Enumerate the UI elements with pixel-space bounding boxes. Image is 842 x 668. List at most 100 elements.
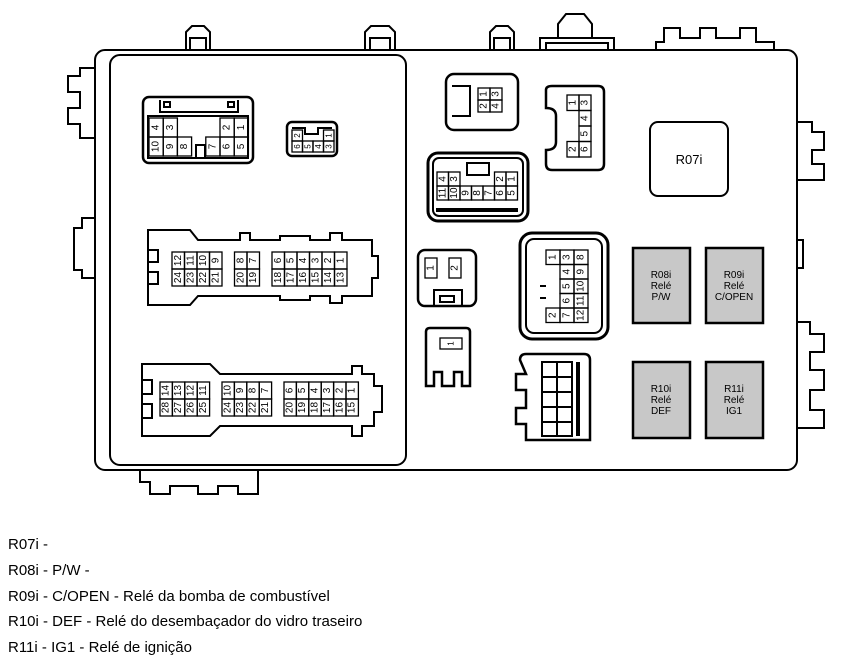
pin-number: 12 <box>186 385 197 397</box>
pin-number: 22 <box>248 402 259 414</box>
pin-number: 6 <box>285 387 296 393</box>
pin-number: 3 <box>324 144 333 149</box>
pin-number: 3 <box>491 91 502 97</box>
relay-r07i[interactable]: R07i <box>649 121 729 197</box>
pin-number: 13 <box>173 385 184 397</box>
pin-number: 27 <box>173 402 184 414</box>
connector-i[interactable]: 1 <box>424 326 472 388</box>
pin-number: 1 <box>426 265 437 271</box>
relay-r07i-id: R07i <box>676 152 703 167</box>
pin-cell <box>208 268 223 287</box>
pin-number: 9 <box>460 190 471 196</box>
relay-r08i-id: R08i <box>651 270 672 281</box>
pin-number: 1 <box>324 133 333 138</box>
pin-number: 8 <box>248 387 259 393</box>
pin-number: 16 <box>298 272 309 284</box>
pin-number: 17 <box>322 402 333 414</box>
pin-number: 4 <box>151 124 162 130</box>
relay-r10i-id: R10i <box>651 384 672 395</box>
pin-number: 1 <box>479 91 490 97</box>
relay-r09i[interactable]: R09i Relé C/OPEN <box>704 246 765 325</box>
pin-number: 6 <box>562 298 573 304</box>
pin-number: 12 <box>576 309 587 321</box>
legend-item-r08i: R08i - P/W - <box>8 561 90 579</box>
pin-number: 4 <box>314 144 323 149</box>
pin-number: 10 <box>151 141 162 153</box>
pin-number: 7 <box>260 387 271 393</box>
connector-k[interactable] <box>514 352 592 442</box>
pin-number: 5 <box>297 387 308 393</box>
relay-r10i[interactable]: R10i Relé DEF <box>631 360 692 440</box>
pin-number: 4 <box>562 269 573 275</box>
pin-cell <box>246 268 261 287</box>
pin-number: 14 <box>161 385 172 397</box>
pin-number: 2 <box>334 387 345 393</box>
pin-number: 23 <box>235 402 246 414</box>
pin-number: 10 <box>576 280 587 292</box>
pin-number: 23 <box>185 272 196 284</box>
pin-number: 8 <box>235 257 246 263</box>
pin-number: 5 <box>562 283 573 289</box>
pin-number: 21 <box>260 402 271 414</box>
pin-number: 2 <box>548 312 559 318</box>
pin-number: 5 <box>236 143 247 149</box>
relay-r11i-label: IG1 <box>726 406 743 417</box>
pin-number: 2 <box>293 133 302 138</box>
fuse-box-left-panel <box>109 54 407 466</box>
pin-cell <box>345 398 360 417</box>
relay-r10i-word: Relé <box>651 395 672 406</box>
pin-number: 1 <box>236 124 247 130</box>
pin-number: 2 <box>479 103 490 109</box>
pin-cell <box>424 257 438 279</box>
relay-r11i-id: R11i <box>724 384 744 395</box>
pin-number: 20 <box>235 272 246 284</box>
pin-number: 4 <box>580 115 591 121</box>
pin-cell <box>505 185 519 201</box>
pin-number: 2 <box>568 146 579 152</box>
pin-number: 16 <box>334 402 345 414</box>
relay-r08i[interactable]: R08i Relé P/W <box>631 246 692 325</box>
pin-number: 7 <box>248 257 259 263</box>
pin-number: 10 <box>223 385 234 397</box>
pin-number: 15 <box>310 272 321 284</box>
pin-number: 7 <box>483 190 494 196</box>
pin-number: 11 <box>185 255 196 266</box>
pin-cell <box>258 398 273 417</box>
pin-number: 2 <box>323 257 334 263</box>
pin-number: 7 <box>562 312 573 318</box>
pin-number: 9 <box>235 387 246 393</box>
relay-r11i-word: Relé <box>724 395 745 406</box>
relay-r08i-label: P/W <box>652 292 671 303</box>
pin-number: 2 <box>495 176 506 182</box>
pin-number: 24 <box>173 272 184 284</box>
relay-r08i-word: Relé <box>651 281 672 292</box>
pin-number: 1 <box>447 341 456 346</box>
relay-r09i-id: R09i <box>724 270 745 281</box>
pin-number: 7 <box>207 143 218 149</box>
pin-number: 20 <box>285 402 296 414</box>
pin-number: 11 <box>437 187 448 198</box>
pin-number: 13 <box>335 272 346 284</box>
legend-item-r10i: R10i - DEF - Relé do desembaçador do vid… <box>8 613 363 631</box>
pin-number: 3 <box>322 387 333 393</box>
pin-number: 1 <box>568 100 579 106</box>
pin-number: 12 <box>173 255 184 267</box>
pin-cell <box>439 337 463 350</box>
pin-number: 24 <box>223 402 234 414</box>
pin-number: 3 <box>562 254 573 260</box>
pin-number: 1 <box>506 176 517 182</box>
relay-r11i[interactable]: R11i Relé IG1 <box>704 360 765 440</box>
pin-number: 4 <box>310 387 321 393</box>
pin-number: 18 <box>310 402 321 414</box>
pin-cell <box>573 307 589 324</box>
